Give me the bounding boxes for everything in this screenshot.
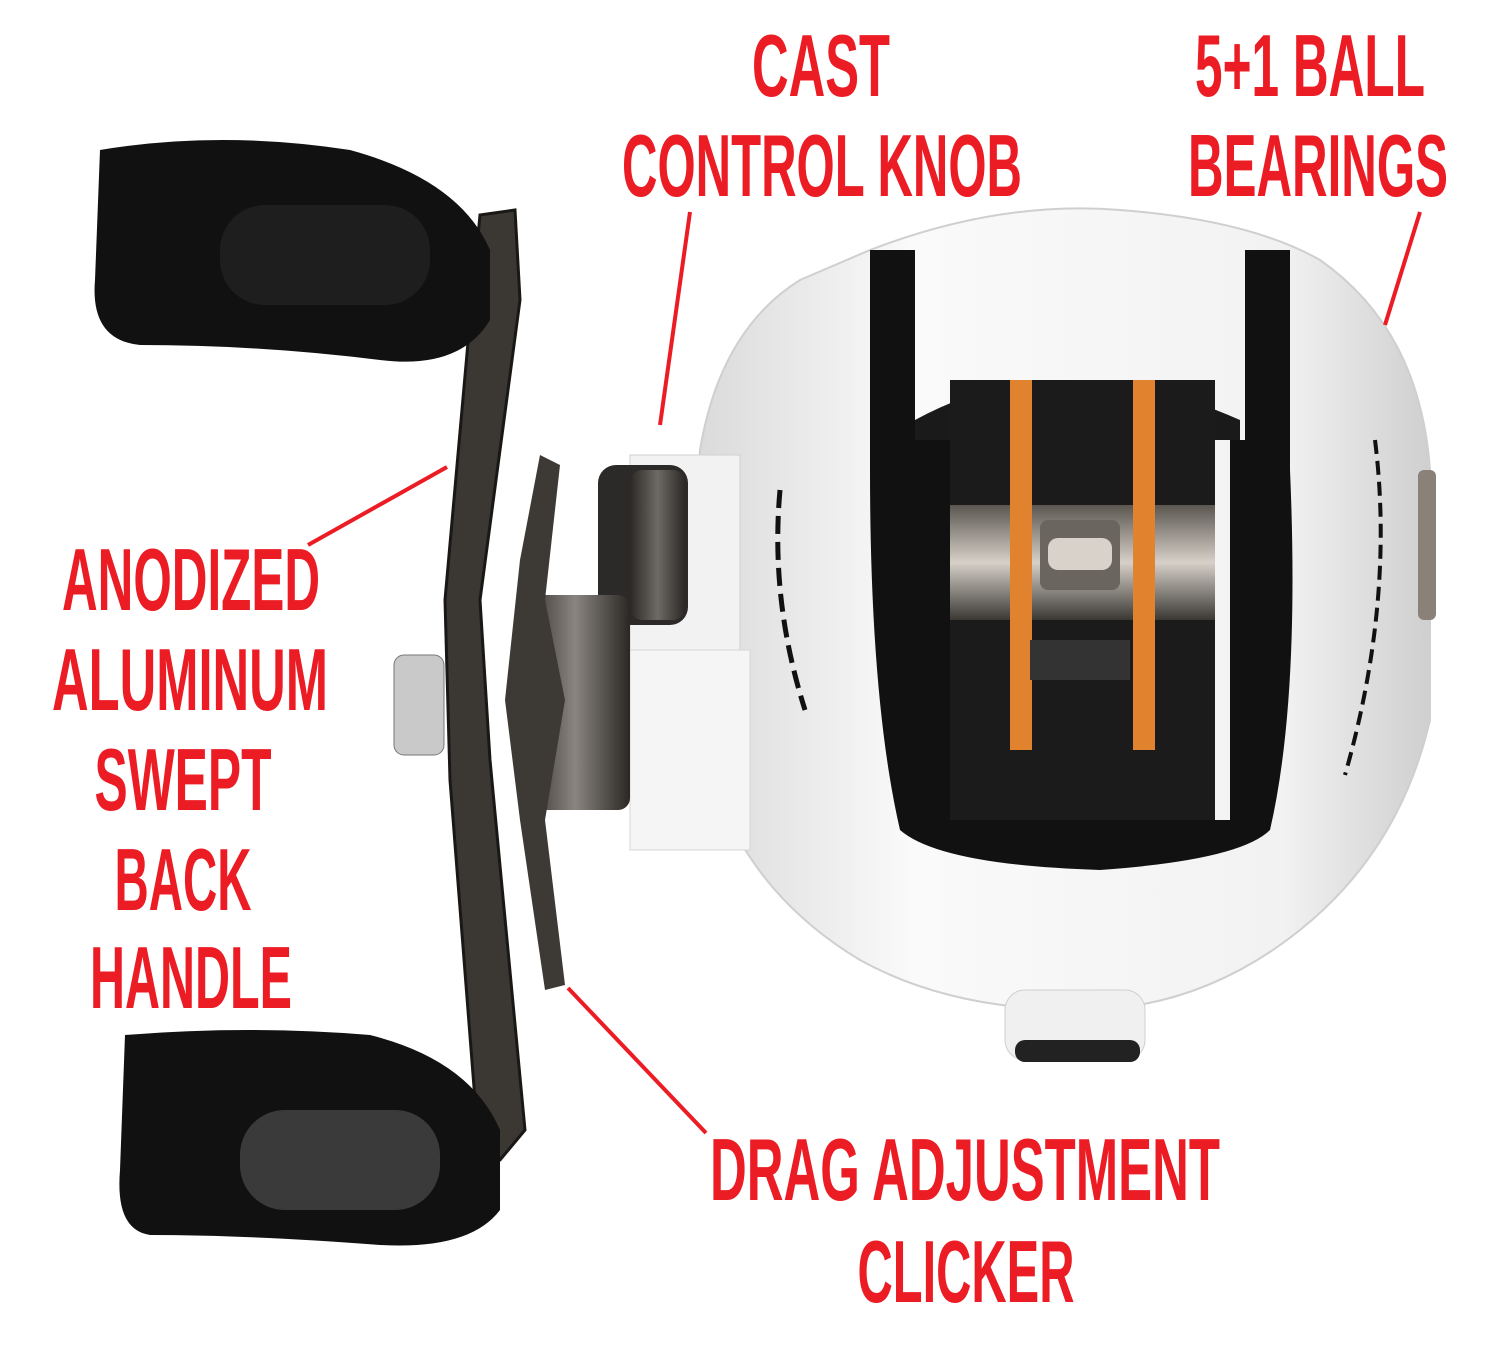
callout-lines [307,211,1422,1135]
bearings-label-line1: 5+1 BALL [1195,17,1425,116]
handle-leader [307,465,448,547]
drag-label-line2: CLICKER [858,1224,1075,1322]
drag-label-line1: DRAG ADJUSTMENT [710,1122,1220,1220]
handle-label-line3: SWEPT [95,731,272,829]
cast-control-label-line2: CONTROL KNOB [622,117,1022,216]
cast-control-label-line1: CAST [752,18,890,116]
side-button [1418,470,1436,620]
ardent-arrow-logo [1343,439,1383,776]
cast-control-leader [658,211,692,426]
spool-flange [1133,380,1155,750]
flippin-logo [775,489,808,711]
bearings-leader [1383,211,1422,326]
handle-label-line2: ALUMINUM [52,632,328,730]
handle-label-line4: BACK [115,830,252,928]
spool [950,380,1215,820]
bearings-label-line2: BEARINGS [1188,117,1448,216]
drag-leader [566,986,708,1135]
cast-control-knob[interactable] [598,465,688,625]
spool-flange [1010,380,1032,750]
handle-nut [393,654,445,756]
handle-label-line5: HANDLE [90,930,292,1028]
handle-label-line1: ANODIZED [62,531,320,630]
star-drag-clicker[interactable] [505,455,565,990]
